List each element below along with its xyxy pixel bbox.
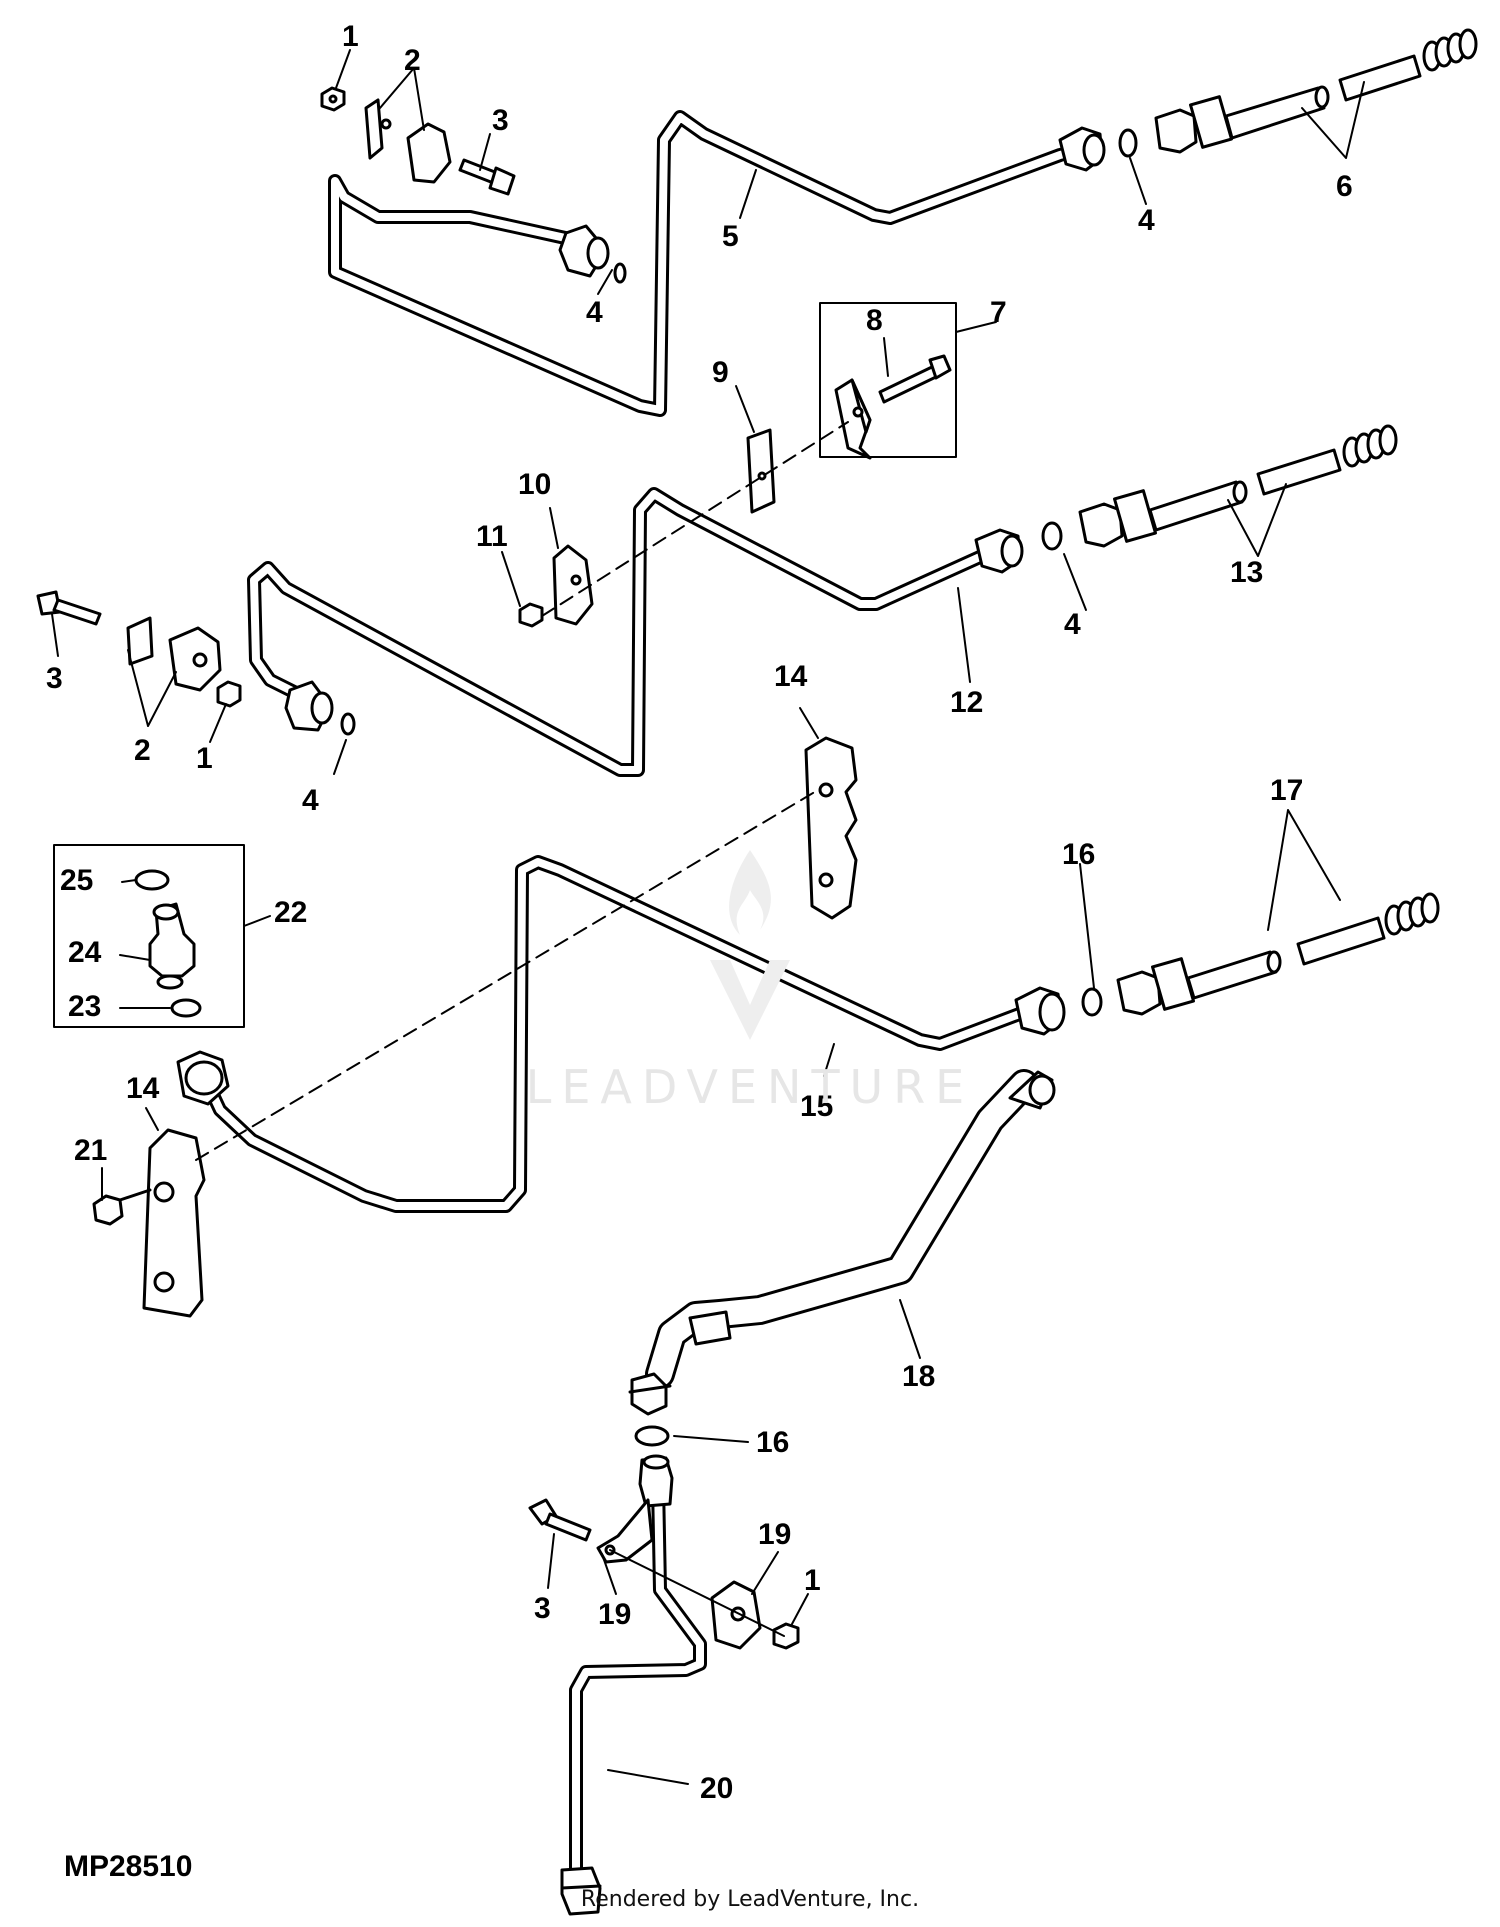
clamp-2-top [364, 98, 452, 184]
o-ring-23 [170, 998, 202, 1018]
fitting-line-20-bottom [560, 1866, 602, 1916]
clamp-2-mid [126, 616, 222, 692]
watermark-flame-logo [710, 850, 790, 1040]
label-part-10: 10 [518, 468, 551, 501]
label-part-11: 11 [476, 520, 508, 553]
hose-17 [1116, 892, 1440, 1016]
label-part-2: 2 [134, 734, 151, 767]
o-ring-16-bottom [634, 1425, 670, 1447]
fitting-nut-line-12-left [284, 680, 356, 736]
nut-11 [518, 602, 544, 628]
detail-box-7 [819, 302, 957, 458]
tube-line-12 [247, 487, 989, 777]
clamp-8 [834, 354, 952, 460]
label-part-19: 19 [598, 1598, 631, 1631]
clamp-9 [746, 428, 776, 514]
label-part-3: 3 [534, 1592, 551, 1625]
clamp-14-lower [142, 1128, 206, 1318]
fitting-line-20-top [638, 1454, 674, 1508]
label-part-4: 4 [1138, 204, 1155, 237]
credit-text: Rendered by LeadVenture, Inc. [580, 1887, 920, 1912]
callout-leaders [51, 49, 1365, 1785]
label-part-3: 3 [46, 662, 63, 695]
o-ring-16-right [1081, 987, 1103, 1017]
o-ring-25 [134, 869, 170, 891]
fitting-nut-line-12-right [974, 528, 1024, 574]
label-part-24: 24 [68, 936, 102, 969]
label-part-16: 16 [1062, 838, 1095, 871]
diagram-code: MP28510 [64, 1850, 193, 1883]
bolt-3-bottom [528, 1498, 592, 1542]
label-part-12: 12 [950, 686, 983, 719]
tube-line-5 [328, 110, 1087, 417]
label-part-20: 20 [700, 1772, 733, 1805]
label-part-3: 3 [492, 104, 509, 137]
label-part-4: 4 [302, 784, 319, 817]
hose-6 [1154, 28, 1478, 154]
hose-18 [645, 1069, 1039, 1389]
label-part-15: 15 [800, 1090, 833, 1123]
label-part-1: 1 [804, 1564, 821, 1597]
tube-line-15 [199, 855, 1037, 1213]
fitting-nut-line-5-left [558, 224, 627, 284]
hose-18-fittings [628, 1070, 1056, 1416]
clamp-19-left [596, 1498, 654, 1564]
label-part-14: 14 [126, 1072, 160, 1105]
clamp-14-upper [804, 736, 858, 920]
label-part-9: 9 [712, 356, 729, 389]
nut-21 [92, 1188, 152, 1226]
fitting-nut-line-5-right [1058, 126, 1106, 172]
detail-box-22 [53, 844, 245, 1028]
label-part-21: 21 [74, 1134, 107, 1167]
label-part-23: 23 [68, 990, 101, 1023]
part-labels: 1 2 3 4 5 4 6 7 8 9 10 11 3 2 1 4 12 4 1… [46, 20, 1353, 1805]
label-part-14: 14 [774, 660, 808, 693]
label-part-2: 2 [404, 44, 421, 77]
clamp-10 [552, 544, 594, 626]
fitting-nut-line-15-right [1014, 986, 1066, 1036]
leader-line-9-to-11 [541, 421, 849, 617]
nut-1-bottom [772, 1622, 800, 1650]
label-part-22: 22 [274, 896, 307, 929]
adapter-24 [148, 902, 196, 990]
label-part-18: 18 [902, 1360, 935, 1393]
nut-1-top [320, 86, 346, 112]
nut-1-mid [216, 680, 242, 708]
label-part-4: 4 [586, 296, 603, 329]
tube-line-20 [569, 1477, 707, 1883]
watermark-text: LEADVENTURE [525, 1060, 975, 1114]
label-part-1: 1 [196, 742, 213, 775]
label-part-25: 25 [60, 864, 93, 897]
leader-line-19-to-1 [609, 1549, 785, 1637]
label-part-4: 4 [1064, 608, 1081, 641]
label-part-19: 19 [758, 1518, 791, 1551]
hose-13 [1078, 424, 1398, 548]
o-ring-4-top-right [1118, 128, 1138, 158]
label-part-17: 17 [1270, 774, 1303, 807]
fitting-nut-line-15-left [176, 1050, 230, 1106]
bolt-3-mid [36, 590, 102, 626]
label-part-6: 6 [1336, 170, 1353, 203]
label-part-1: 1 [342, 20, 359, 53]
label-part-13: 13 [1230, 556, 1263, 589]
leader-line-14-to-14 [195, 789, 819, 1161]
o-ring-4-mid-right [1041, 521, 1063, 551]
label-part-8: 8 [866, 304, 883, 337]
label-part-5: 5 [722, 220, 739, 253]
bolt-3-top [458, 158, 516, 196]
label-part-16: 16 [756, 1426, 789, 1459]
label-part-7: 7 [990, 296, 1007, 329]
